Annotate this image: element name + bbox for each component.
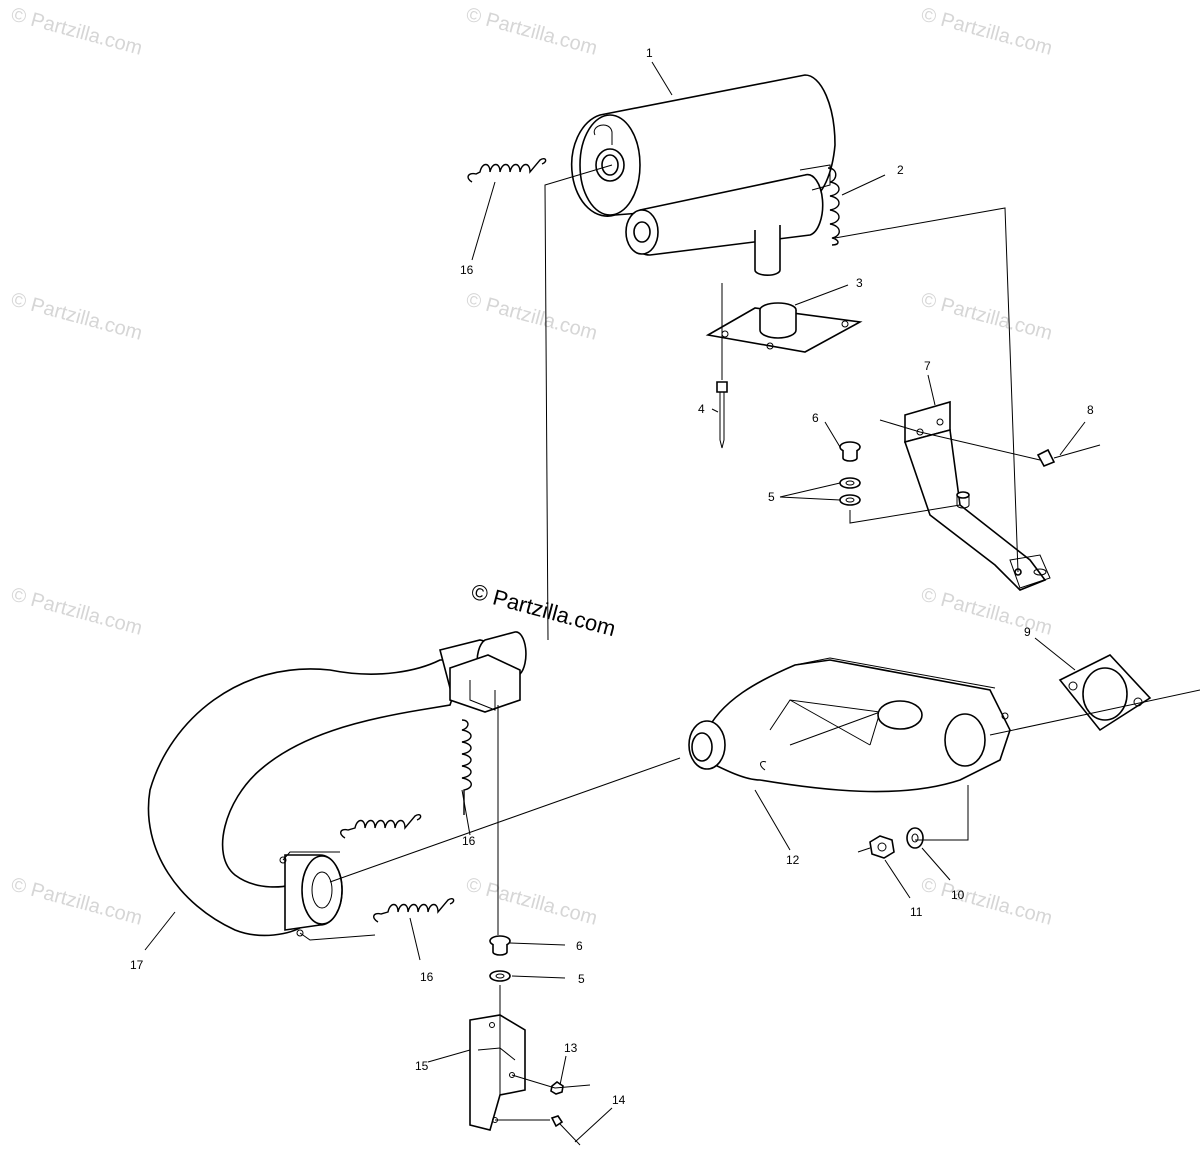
callout-3: 3 [856, 276, 863, 290]
watermark-faint: © Partzilla.com [919, 874, 1055, 930]
spring-icon [467, 157, 547, 183]
assembly-lines [282, 164, 1200, 1121]
grommet-icon [839, 441, 861, 462]
callout-16-bottom: 16 [420, 970, 434, 984]
callout-14: 14 [612, 1093, 626, 1107]
callout-labels: 1 2 3 4 5 5 6 6 7 8 9 10 11 12 13 14 15 … [130, 46, 1094, 1107]
washer-icon [906, 827, 924, 849]
bolt-icon [550, 1115, 581, 1146]
washer-icon [489, 970, 511, 982]
manifold-icon [688, 657, 1011, 793]
callout-11: 11 [910, 905, 923, 919]
callout-12: 12 [786, 853, 800, 867]
spring-icon [461, 719, 472, 815]
watermark-faint: © Partzilla.com [919, 4, 1055, 60]
spring-icon [340, 813, 422, 839]
bracket-icon [903, 400, 1051, 591]
callout-15: 15 [415, 1059, 429, 1073]
callout-16-top: 16 [460, 263, 474, 277]
washer-icon [839, 477, 861, 506]
callout-6-top: 6 [812, 411, 819, 425]
callout-1: 1 [646, 46, 653, 60]
muffler-icon [570, 74, 836, 277]
gasket-icon [1058, 654, 1152, 732]
exhaust-pipe-icon [147, 631, 527, 937]
callout-5-bottom: 5 [578, 972, 585, 986]
watermark-faint: © Partzilla.com [919, 289, 1055, 345]
callout-5-top: 5 [768, 490, 775, 504]
watermark-faint: © Partzilla.com [919, 584, 1055, 640]
callout-leaders [144, 61, 1086, 1143]
callout-13: 13 [564, 1041, 578, 1055]
watermark-faint: © Partzilla.com [464, 4, 600, 60]
callout-9: 9 [1024, 625, 1031, 639]
nut-icon [869, 835, 895, 859]
watermark-faint: © Partzilla.com [464, 289, 600, 345]
callout-2: 2 [897, 163, 904, 177]
bolt-icon [919, 431, 1101, 468]
callout-7: 7 [924, 359, 931, 373]
spring-icon [373, 897, 455, 923]
bracket-icon [469, 1014, 526, 1131]
watermark-faint: © Partzilla.com [9, 4, 145, 60]
watermark-faint: © Partzilla.com [9, 584, 145, 640]
callout-10: 10 [951, 888, 965, 902]
grommet-icon [705, 302, 863, 353]
watermark-main: © Partzilla.com [469, 579, 619, 642]
watermark-faint: © Partzilla.com [9, 874, 145, 930]
watermark-faint: © Partzilla.com [9, 289, 145, 345]
callout-17: 17 [130, 958, 144, 972]
callout-6-bottom: 6 [576, 939, 583, 953]
callout-16-middle: 16 [462, 834, 476, 848]
spring-icon [827, 167, 840, 246]
watermark-faint: © Partzilla.com [464, 874, 600, 930]
callout-8: 8 [1087, 403, 1094, 417]
callout-4: 4 [698, 402, 705, 416]
grommet-icon [489, 935, 511, 956]
